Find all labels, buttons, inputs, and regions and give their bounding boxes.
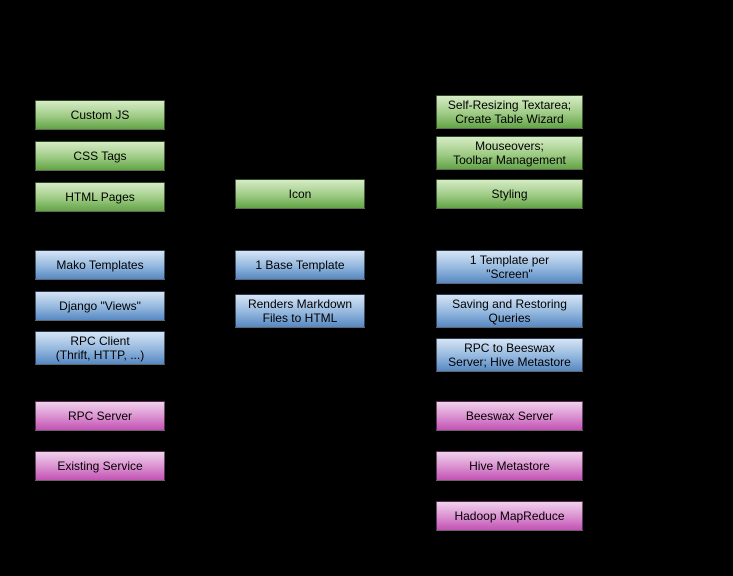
box-template-per-screen: 1 Template per "Screen" bbox=[436, 250, 583, 284]
box-self-resizing-textarea: Self-Resizing Textarea; Create Table Wiz… bbox=[436, 95, 583, 129]
box-mako-templates: Mako Templates bbox=[35, 250, 165, 280]
box-rpc-to-beeswax: RPC to Beeswax Server; Hive Metastore bbox=[436, 338, 583, 372]
box-rpc-server: RPC Server bbox=[35, 401, 165, 431]
box-base-template: 1 Base Template bbox=[235, 250, 365, 280]
box-hadoop-mapreduce: Hadoop MapReduce bbox=[436, 501, 583, 531]
box-hive-metastore: Hive Metastore bbox=[436, 451, 583, 481]
box-custom-js: Custom JS bbox=[35, 100, 165, 130]
box-beeswax-server: Beeswax Server bbox=[436, 401, 583, 431]
box-saving-restoring-queries: Saving and Restoring Queries bbox=[436, 294, 583, 328]
box-html-pages: HTML Pages bbox=[35, 182, 165, 212]
box-mouseovers: Mouseovers; Toolbar Management bbox=[436, 136, 583, 170]
box-rpc-client: RPC Client (Thrift, HTTP, ...) bbox=[35, 331, 165, 365]
box-icon: Icon bbox=[235, 179, 365, 209]
box-renders-markdown: Renders Markdown Files to HTML bbox=[235, 294, 365, 328]
box-existing-service: Existing Service bbox=[35, 451, 165, 481]
box-css-tags: CSS Tags bbox=[35, 141, 165, 171]
box-styling: Styling bbox=[436, 179, 583, 209]
box-django-views: Django "Views" bbox=[35, 291, 165, 321]
